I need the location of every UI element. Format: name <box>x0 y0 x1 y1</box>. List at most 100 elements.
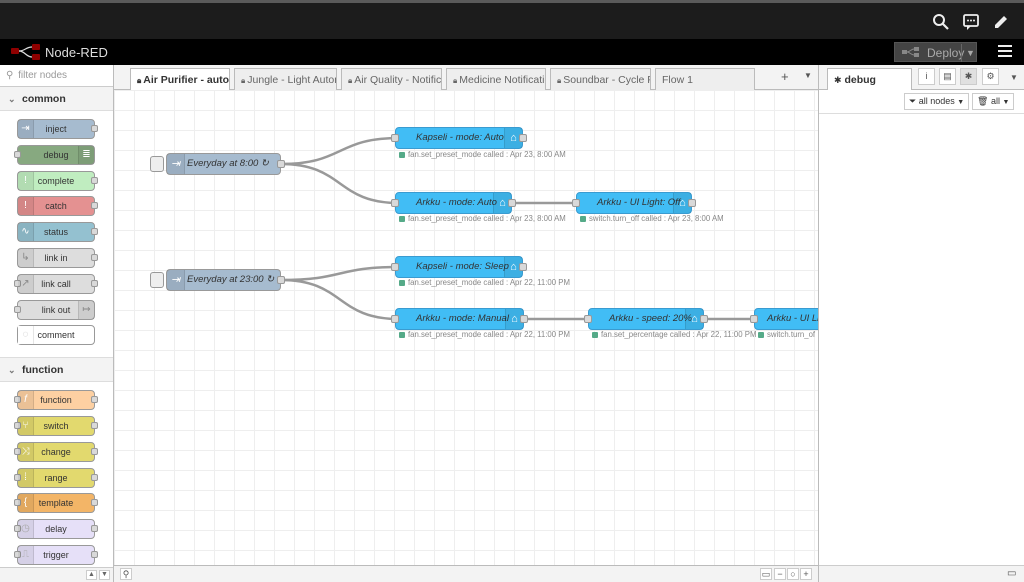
pulse-icon: ∿ <box>18 223 34 242</box>
main-menu-icon[interactable] <box>998 45 1012 57</box>
info-icon[interactable]: i <box>918 68 935 85</box>
collapse-all-icon[interactable]: ▲ <box>86 570 97 580</box>
palette-node-comment[interactable]: ◌ comment <box>17 325 95 346</box>
tab-medicine[interactable]: 🔒︎Medicine Notification <box>446 68 546 90</box>
pencil-icon[interactable] <box>991 12 1011 32</box>
palette-node-trigger[interactable]: ⎍ trigger <box>14 544 98 565</box>
status-dot <box>758 332 764 338</box>
node-status: switch.turn_off called : Apr 23, 8:00 AM <box>580 214 724 223</box>
node-label: Arkku - UI Li <box>767 313 818 324</box>
monitor-icon[interactable]: ▭ <box>1007 568 1017 579</box>
zoom-in-icon[interactable]: + <box>800 568 812 580</box>
input-port[interactable] <box>391 263 399 271</box>
category-header-common[interactable]: ⌄common <box>0 87 113 111</box>
output-port[interactable] <box>519 134 527 142</box>
flow-node-kapseli-sleep[interactable]: Kapseli - mode: Sleep ⌂ <box>391 256 527 278</box>
gear-icon[interactable]: ⚙ <box>982 68 999 85</box>
input-port[interactable] <box>572 199 580 207</box>
palette-node-debug[interactable]: debug ≣ <box>14 144 95 165</box>
flow-node-inject-23[interactable]: ⇥ Everyday at 23:00 ↻ <box>166 269 285 291</box>
inject-trigger-button[interactable] <box>150 156 164 172</box>
add-tab-icon[interactable]: + <box>781 69 789 84</box>
node-label: Kapseli - mode: Auto <box>416 132 504 143</box>
palette-node-status[interactable]: ∿ status <box>17 222 98 243</box>
zoom-reset-icon[interactable]: ○ <box>787 568 799 580</box>
palette-node-function[interactable]: f function <box>14 390 98 411</box>
input-port <box>14 150 21 158</box>
category-header-function[interactable]: ⌄function <box>0 358 113 383</box>
tab-flow-1[interactable]: Flow 1 <box>655 68 755 90</box>
palette-node-inject[interactable]: ⇥ inject <box>17 119 98 139</box>
palette-node-template[interactable]: { template <box>14 493 98 514</box>
search-icon[interactable]: ⚲ <box>120 568 132 580</box>
palette-node-link-call[interactable]: ↗ link call <box>14 273 98 294</box>
output-port[interactable] <box>508 199 516 207</box>
deploy-button[interactable]: Deploy ▼ <box>894 42 977 62</box>
palette-node-complete[interactable]: ! complete <box>17 170 98 191</box>
clear-filter-dropdown[interactable]: 🗑︎ all ▼ <box>972 93 1015 110</box>
bug-icon[interactable]: ✱ <box>960 68 977 85</box>
palette-node-switch[interactable]: ⑂ switch <box>14 415 98 436</box>
zoom-out-icon[interactable]: − <box>774 568 786 580</box>
output-port <box>91 125 98 132</box>
deploy-dropdown-icon[interactable]: ▼ <box>961 44 975 62</box>
book-icon[interactable]: ▤ <box>939 68 956 85</box>
input-port[interactable] <box>391 315 399 323</box>
input-port[interactable] <box>750 315 758 323</box>
input-port <box>14 421 21 429</box>
flow-node-arkku-speed[interactable]: Arkku - speed: 20% ⌂ <box>584 308 708 330</box>
chat-icon[interactable] <box>961 12 981 32</box>
palette-node-change[interactable]: ⤨ change <box>14 441 98 462</box>
output-port[interactable] <box>688 199 696 207</box>
palette-node-range[interactable]: ⁞ range <box>14 467 98 488</box>
flow-node-arkku-auto[interactable]: Arkku - mode: Auto ⌂ <box>391 192 516 214</box>
switch-icon: ⑂ <box>18 416 34 435</box>
palette-node-catch[interactable]: ! catch <box>17 196 98 217</box>
node-label: Kapseli - mode: Sleep <box>416 261 509 272</box>
palette-node-delay[interactable]: ◷ delay <box>14 519 98 540</box>
sidebar-tabs: ✱ debug i ▤ ✱ ⚙ ▼ <box>819 65 1024 90</box>
output-port <box>91 499 98 507</box>
input-port <box>14 525 21 533</box>
search-icon[interactable] <box>931 12 951 32</box>
output-port[interactable] <box>277 160 285 168</box>
deploy-label: Deploy <box>927 46 965 60</box>
inject-trigger-button[interactable] <box>150 272 164 288</box>
palette-search-placeholder: filter nodes <box>18 70 68 81</box>
flow-canvas[interactable]: ⇥ Everyday at 8:00 ↻ Kapseli - mode: Aut… <box>114 90 818 565</box>
filter-nodes-dropdown[interactable]: ⏷ all nodes ▼ <box>904 93 970 110</box>
output-port[interactable] <box>277 276 285 284</box>
search-icon: ⚲ <box>6 70 14 81</box>
output-port[interactable] <box>700 315 708 323</box>
sidebar-tab-debug[interactable]: ✱ debug <box>827 68 912 90</box>
output-port[interactable] <box>519 263 527 271</box>
flow-node-arkku-manual[interactable]: Arkku - mode: Manual ⌂ <box>391 308 528 330</box>
palette-node-label: inject <box>45 124 67 134</box>
tab-jungle[interactable]: 🔒︎Jungle - Light Autom <box>234 68 337 90</box>
flow-node-inject-8[interactable]: ⇥ Everyday at 8:00 ↻ <box>166 153 285 175</box>
tab-air-quality[interactable]: 🔒︎Air Quality - Notificat <box>341 68 442 90</box>
home-assistant-icon: ⌂ <box>504 128 522 148</box>
palette-node-link-in[interactable]: ↳ link in <box>17 247 98 268</box>
inject-arrow-icon: ⇥ <box>18 120 34 138</box>
home-assistant-icon: ⌂ <box>504 257 522 277</box>
flow-node-arkku-ui-light[interactable]: Arkku - UI Li <box>750 308 818 330</box>
tab-air-purifier[interactable]: 🔒︎Air Purifier - autom <box>130 68 230 91</box>
expand-all-icon[interactable]: ▼ <box>99 570 110 580</box>
palette-node-link-out[interactable]: link out ↦ <box>14 299 95 320</box>
palette-search-input[interactable]: ⚲ filter nodes <box>0 65 113 87</box>
flow-node-arkku-ui-light-off[interactable]: Arkku - UI Light: Off ⌂ <box>572 192 696 214</box>
tab-soundbar[interactable]: 🔒︎Soundbar - Cycle Po <box>550 68 651 90</box>
input-port[interactable] <box>584 315 592 323</box>
navigator-icon[interactable]: ▭ <box>760 568 772 580</box>
node-status: switch.turn_of <box>758 330 815 339</box>
input-port[interactable] <box>391 134 399 142</box>
sidebar-menu-icon[interactable]: ▼ <box>1010 73 1018 82</box>
output-port[interactable] <box>520 315 528 323</box>
tabs-menu-icon[interactable]: ▼ <box>804 71 812 80</box>
status-dot <box>399 332 405 338</box>
tab-label: Air Purifier - autom <box>143 74 230 86</box>
flow-node-kapseli-auto[interactable]: Kapseli - mode: Auto ⌂ <box>391 127 527 149</box>
input-port[interactable] <box>391 199 399 207</box>
home-assistant-icon: ⌂ <box>673 193 691 213</box>
